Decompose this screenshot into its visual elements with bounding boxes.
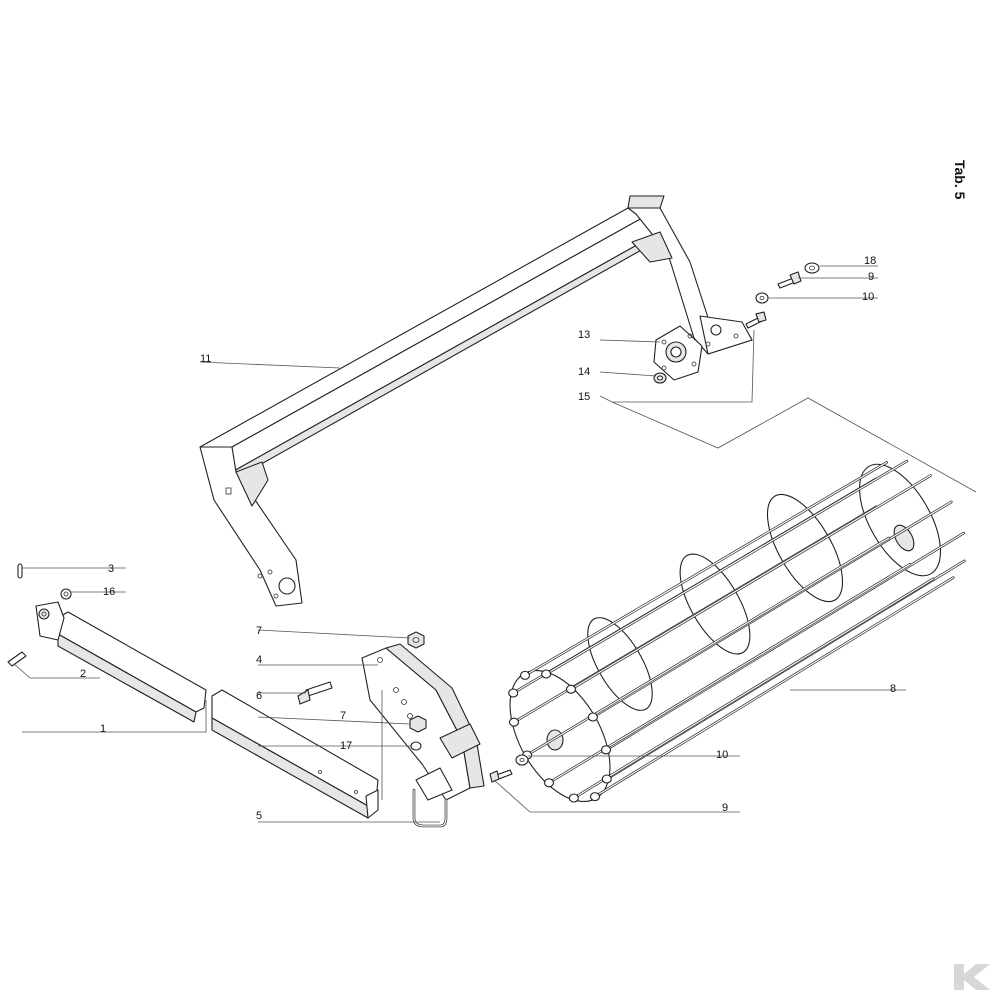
roller-tube	[545, 460, 908, 675]
roller-tube-cap	[568, 793, 579, 803]
washer-part-16	[60, 588, 72, 600]
roller-tube	[573, 578, 934, 799]
roller-tube-cap	[508, 717, 520, 727]
callout-2: 2	[80, 668, 86, 680]
callout-3: 3	[108, 563, 114, 575]
washer-part-10-upper	[755, 292, 769, 304]
callout-7-lower: 7	[340, 710, 346, 722]
callout-10-lower: 10	[716, 749, 728, 761]
nut-part-7-lower	[409, 715, 427, 733]
callout-4: 4	[256, 654, 262, 666]
callout-13: 13	[578, 329, 590, 341]
callout-17: 17	[340, 740, 352, 752]
nut-part-7-upper	[407, 631, 425, 649]
callout-15: 15	[578, 391, 590, 403]
roller-tube	[594, 576, 954, 798]
callout-9-upper: 9	[868, 271, 874, 283]
roller-tube-cap	[543, 778, 555, 788]
roller-tube-cap	[589, 792, 601, 802]
callout-18: 18	[864, 255, 876, 267]
cage-roller-part-8	[508, 459, 966, 803]
bolt-part-9-upper	[777, 271, 802, 289]
washer-part-17	[410, 741, 422, 751]
callout-5: 5	[256, 810, 262, 822]
nut-part-14	[653, 372, 667, 384]
pin-part-3	[17, 563, 23, 579]
roller-tubes	[511, 459, 966, 800]
roller-tube-cap	[541, 669, 552, 679]
roller-tube-cap	[587, 712, 598, 722]
frame-part-11	[199, 195, 753, 607]
u-bolt-part-5	[412, 788, 448, 828]
callout-14: 14	[578, 366, 590, 378]
roller-tube-caps	[508, 669, 612, 803]
brand-logo-icon	[954, 964, 990, 990]
bolt-part-15	[745, 311, 767, 329]
callout-9-lower: 9	[722, 802, 728, 814]
roller-tube-cap	[600, 745, 612, 755]
callout-6: 6	[256, 690, 262, 702]
callout-1: 1	[100, 723, 106, 735]
roller-tube	[526, 537, 890, 756]
washer-part-18	[804, 262, 820, 274]
arm-tube-part-1	[35, 601, 379, 819]
roller-tube	[605, 532, 965, 751]
callout-7-upper: 7	[256, 625, 262, 637]
callout-11: 11	[200, 353, 211, 365]
callout-16: 16	[103, 586, 115, 598]
bolt-part-6	[297, 681, 333, 705]
roller-tube	[524, 461, 888, 676]
bearing-housing-part-13	[653, 325, 703, 381]
leader-lines	[13, 265, 977, 823]
bolt-part-9-lower	[489, 769, 513, 783]
callout-8: 8	[890, 683, 896, 695]
roller-tube-cap	[565, 684, 577, 694]
pin-part-2	[7, 651, 27, 667]
roller-tube	[570, 474, 932, 690]
roller-tube-cap	[601, 774, 612, 784]
roller-tube-cap	[519, 670, 531, 680]
washer-part-10-lower	[515, 754, 529, 766]
roller-tube-cap	[508, 688, 519, 698]
callout-10-upper: 10	[862, 291, 874, 303]
callout-labels: 3 16 2 1 7 4 6 7 17 5 11 13 14 15 18 9 1…	[80, 255, 896, 822]
